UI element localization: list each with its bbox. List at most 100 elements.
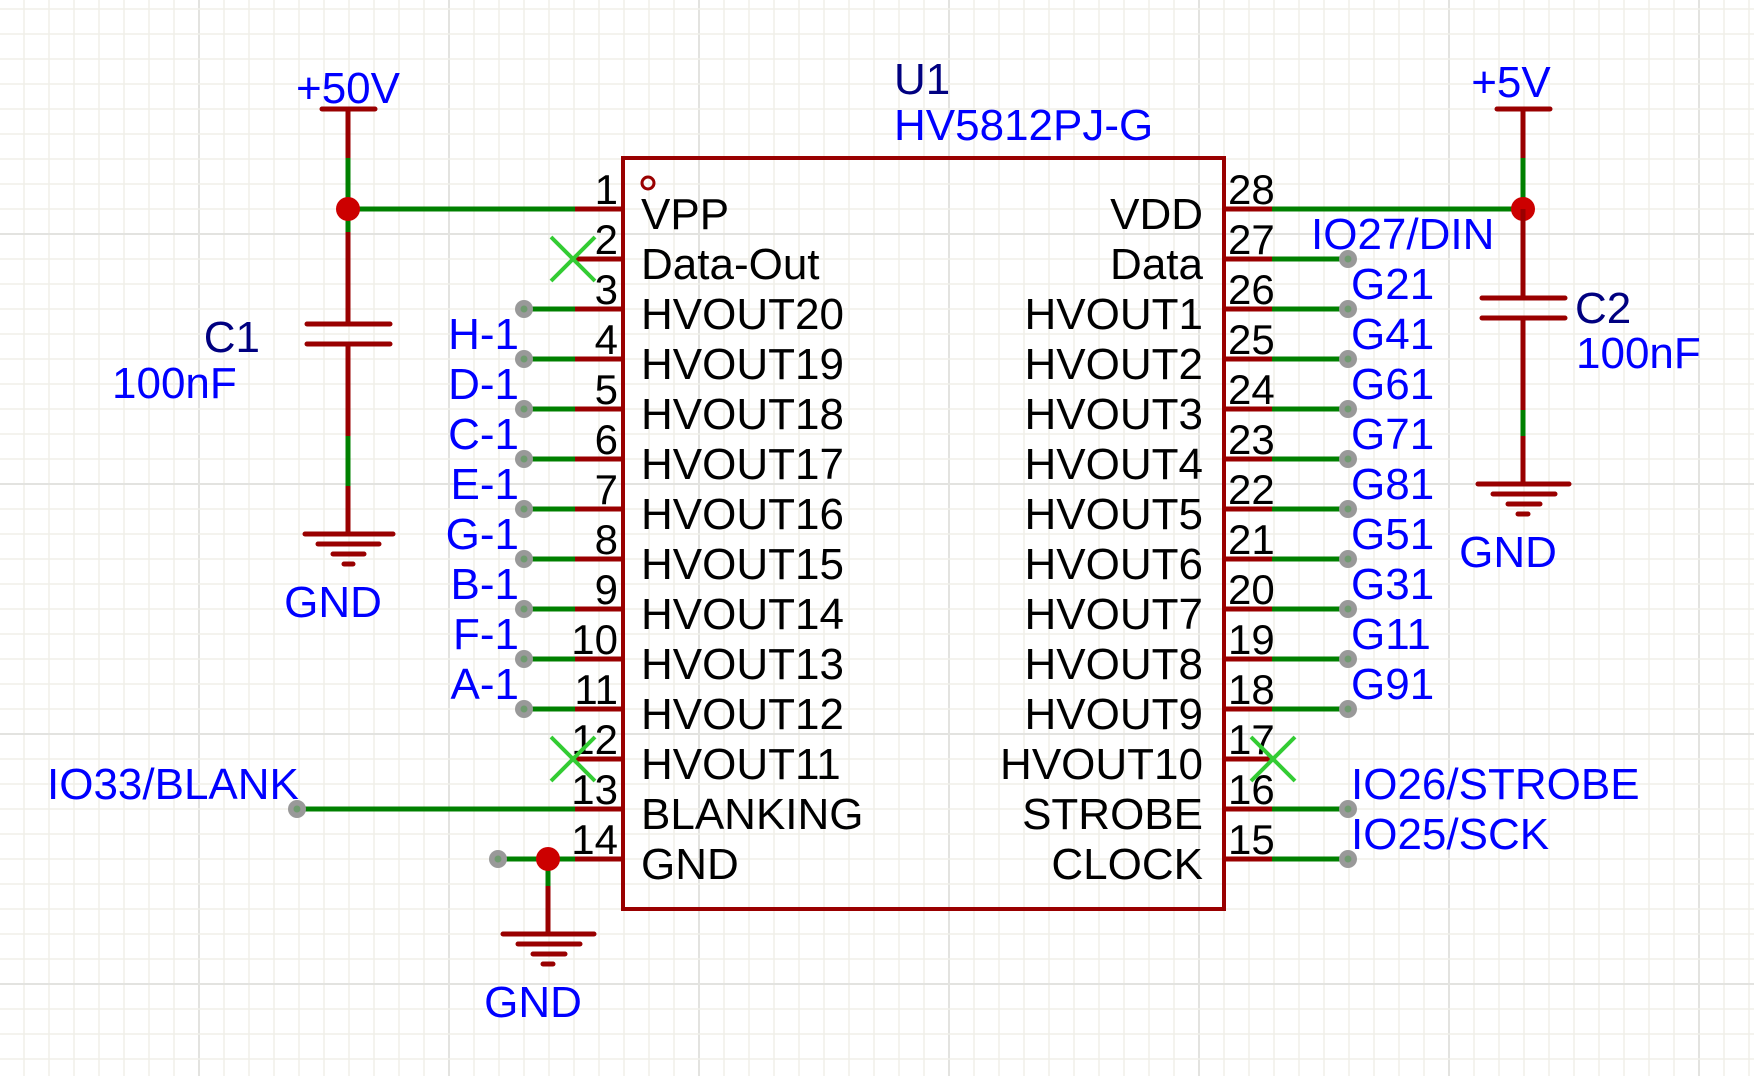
net-port-dot-inner xyxy=(1344,655,1352,663)
pin-number: 1 xyxy=(595,166,618,213)
pin-name: HVOUT11 xyxy=(641,740,841,789)
net-port-dot-inner xyxy=(1344,305,1352,313)
pin-name: HVOUT8 xyxy=(1025,640,1203,689)
net-port-dot-inner xyxy=(293,805,301,813)
net-label: IO27/DIN xyxy=(1311,210,1494,259)
pin-name: HVOUT9 xyxy=(1025,690,1203,739)
capacitor-c2[interactable]: C2 100nF xyxy=(1479,209,1701,410)
u1-part-number: HV5812PJ-G xyxy=(894,101,1153,150)
power-label-50v: +50V xyxy=(296,64,401,113)
ic-u1[interactable]: U1 HV5812PJ-G 1VPP2Data-Out3HVOUT204HVOU… xyxy=(47,55,1640,911)
pin-name: BLANKING xyxy=(641,790,864,839)
right-pins: 28VDD27DataIO27/DIN26HVOUT1G2125HVOUT2G4… xyxy=(1000,166,1640,889)
pin-name: Data xyxy=(1110,240,1203,289)
c2-designator: C2 xyxy=(1575,284,1631,333)
net-label: B-1 xyxy=(451,560,519,609)
c1-value: 100nF xyxy=(112,359,237,408)
net-label: G81 xyxy=(1351,460,1434,509)
pin-number: 24 xyxy=(1228,366,1275,413)
net-label: IO33/BLANK xyxy=(47,760,299,809)
no-connect-icon xyxy=(549,235,597,283)
pin-number: 15 xyxy=(1228,816,1275,863)
net-port-dot-inner xyxy=(520,405,528,413)
net-port-dot-inner xyxy=(520,505,528,513)
pin-number: 7 xyxy=(595,466,618,513)
capacitor-c1[interactable]: C1 100nF xyxy=(112,232,393,436)
ground-label-u1: GND xyxy=(484,978,582,1027)
pin-number: 19 xyxy=(1228,616,1275,663)
net-label: G21 xyxy=(1351,260,1434,309)
pin-name: STROBE xyxy=(1022,790,1203,839)
net-label: IO25/SCK xyxy=(1351,810,1549,859)
pin-name: HVOUT19 xyxy=(641,340,844,389)
ground-symbol-u1[interactable]: GND xyxy=(484,886,597,1027)
pin-number: 8 xyxy=(595,516,618,563)
power-port-50v[interactable]: +50V xyxy=(296,64,401,158)
pin-name: VPP xyxy=(641,190,729,239)
pin-number: 26 xyxy=(1228,266,1275,313)
net-label: G41 xyxy=(1351,310,1434,359)
ground-symbol-c2[interactable]: GND xyxy=(1459,436,1572,577)
ground-symbol-c1[interactable]: GND xyxy=(284,486,396,627)
pin-number: 14 xyxy=(571,816,618,863)
pin-name: HVOUT6 xyxy=(1025,540,1203,589)
pin-number: 28 xyxy=(1228,166,1275,213)
net-label: G71 xyxy=(1351,410,1434,459)
net-port-dot-inner xyxy=(1344,505,1352,513)
pin-name: HVOUT20 xyxy=(641,290,844,339)
net-port-dot-inner xyxy=(1344,355,1352,363)
no-connect-icon xyxy=(549,735,597,783)
net-port-dot-inner xyxy=(1344,255,1352,263)
net-label: IO26/STROBE xyxy=(1351,760,1640,809)
power-port-5v[interactable]: +5V xyxy=(1471,58,1553,158)
net-label: H-1 xyxy=(448,310,519,359)
pin-name: HVOUT1 xyxy=(1025,290,1203,339)
pin-name: HVOUT10 xyxy=(1000,740,1203,789)
pin-number: 20 xyxy=(1228,566,1275,613)
pin-number: 13 xyxy=(571,766,618,813)
net-port-dot-inner xyxy=(1344,805,1352,813)
net-label: G51 xyxy=(1351,510,1434,559)
net-port-dot-inner xyxy=(520,655,528,663)
pin-name: HVOUT4 xyxy=(1025,440,1203,489)
pin-number: 21 xyxy=(1228,516,1275,563)
pin-name: HVOUT12 xyxy=(641,690,844,739)
pin-name: HVOUT18 xyxy=(641,390,844,439)
no-connect-icon xyxy=(1249,735,1297,783)
pin-name: HVOUT3 xyxy=(1025,390,1203,439)
pin-number: 9 xyxy=(595,566,618,613)
net-label: E-1 xyxy=(451,460,519,509)
net-port-dot-inner xyxy=(520,355,528,363)
power-label-5v: +5V xyxy=(1471,58,1551,107)
net-port-dot-inner xyxy=(494,855,502,863)
